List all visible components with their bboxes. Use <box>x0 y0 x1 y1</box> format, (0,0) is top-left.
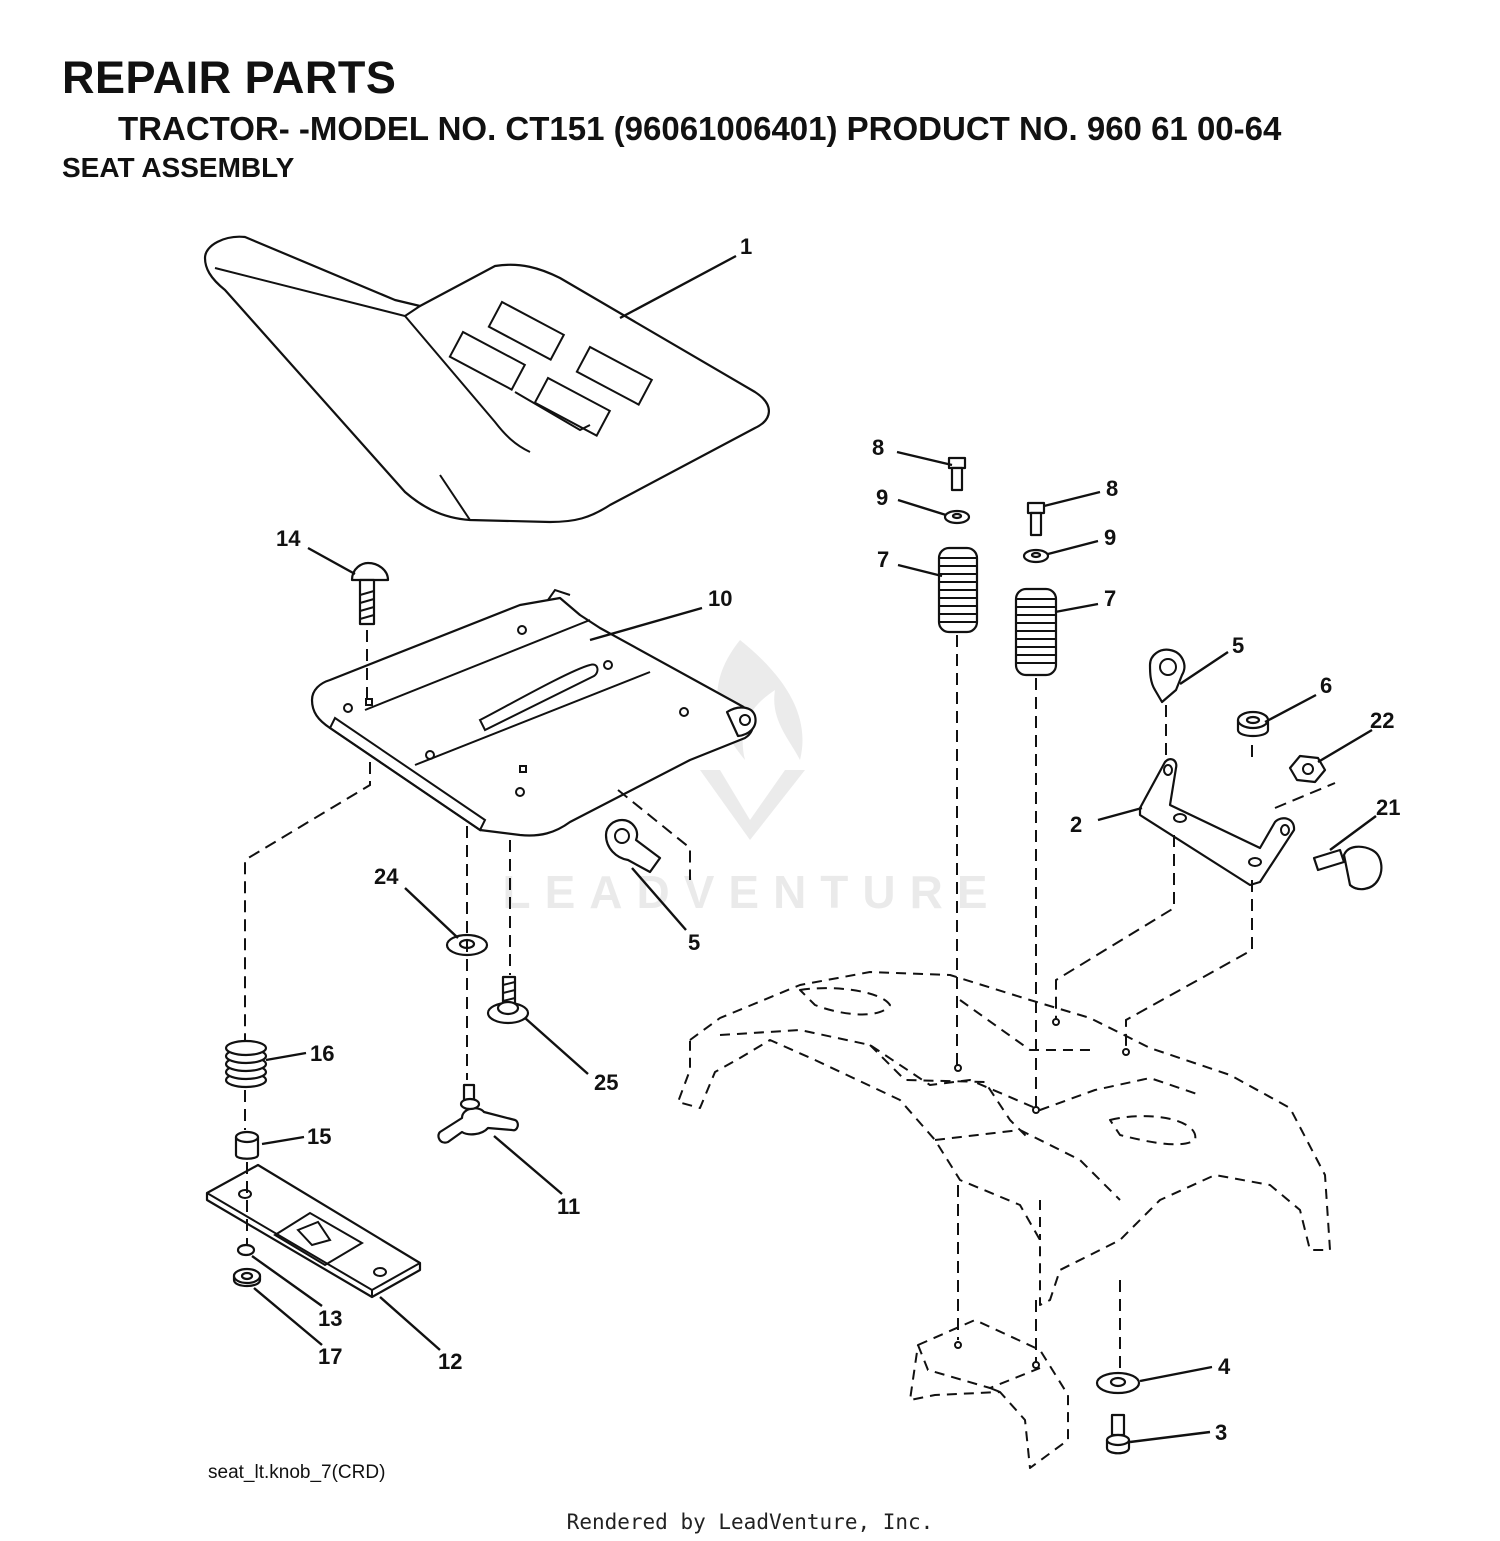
render-credit: Rendered by LeadVenture, Inc. <box>566 1510 934 1534</box>
callout-8-right[interactable]: 8 <box>1106 476 1118 501</box>
hex-nut-small-part[interactable] <box>1288 754 1327 784</box>
bushing-part[interactable] <box>234 1130 260 1160</box>
callout-9-right[interactable]: 9 <box>1104 525 1116 550</box>
callout-5-right[interactable]: 5 <box>1232 633 1244 658</box>
compression-spring-part[interactable] <box>224 1039 268 1089</box>
callout-7-left[interactable]: 7 <box>877 547 889 572</box>
callout-2[interactable]: 2 <box>1070 812 1082 837</box>
hex-bolt-bottom-part[interactable] <box>1105 1413 1131 1455</box>
callout-21[interactable]: 21 <box>1376 795 1400 820</box>
callout-14[interactable]: 14 <box>276 526 301 551</box>
callout-15[interactable]: 15 <box>307 1124 331 1149</box>
spring-washer-right-part[interactable] <box>1022 548 1050 564</box>
seat-part[interactable] <box>203 235 770 524</box>
callout-12[interactable]: 12 <box>438 1349 462 1374</box>
callout-16[interactable]: 16 <box>310 1041 334 1066</box>
callout-7-right[interactable]: 7 <box>1104 586 1116 611</box>
callout-3[interactable]: 3 <box>1215 1420 1227 1445</box>
callout-22[interactable]: 22 <box>1370 708 1394 733</box>
carriage-bolt-part[interactable] <box>350 561 390 626</box>
page-title: REPAIR PARTS <box>62 52 397 103</box>
callout-25[interactable]: 25 <box>594 1070 618 1095</box>
watermark-text: LEADVENTURE <box>502 866 1001 918</box>
callout-5-left[interactable]: 5 <box>688 930 700 955</box>
left-assembly-guides <box>244 630 691 1245</box>
leader-lines <box>251 254 1377 1444</box>
knob-clip-left-part[interactable] <box>604 818 662 874</box>
knob-clip-right-part[interactable] <box>1148 648 1186 704</box>
shoulder-bolt-right-part[interactable] <box>1312 845 1383 891</box>
callout-24[interactable]: 24 <box>374 864 399 889</box>
seat-slide-plate-part[interactable] <box>205 1163 422 1299</box>
callout-11[interactable]: 11 <box>557 1194 580 1219</box>
seat-spring-right-part[interactable] <box>1014 587 1058 677</box>
callout-1[interactable]: 1 <box>740 234 752 259</box>
callout-8-left[interactable]: 8 <box>872 435 884 460</box>
callout-17[interactable]: 17 <box>318 1344 342 1369</box>
callout-numbers: 1 2 3 4 5 5 6 7 7 8 8 9 9 10 11 12 13 14… <box>276 234 1400 1445</box>
callout-4[interactable]: 4 <box>1218 1354 1231 1379</box>
seat-pan-part[interactable] <box>310 588 757 837</box>
lock-nut-part[interactable] <box>1236 710 1270 738</box>
tractor-frame-reference <box>677 971 1331 1469</box>
right-assembly-guides <box>956 635 1336 1370</box>
drawing-reference: seat_lt.knob_7(CRD) <box>208 1462 386 1483</box>
lock-washer-part[interactable] <box>236 1243 256 1257</box>
mounting-bracket-part[interactable] <box>1138 758 1296 887</box>
callout-9-left[interactable]: 9 <box>876 485 888 510</box>
hex-bolt-right-part[interactable] <box>1026 501 1046 537</box>
adjustment-knob-part[interactable] <box>437 1083 519 1144</box>
model-subtitle: TRACTOR- -MODEL NO. CT151 (96061006401) … <box>118 110 1282 147</box>
spring-washer-left-part[interactable] <box>943 509 971 525</box>
callout-13[interactable]: 13 <box>318 1306 342 1331</box>
callout-6[interactable]: 6 <box>1320 673 1332 698</box>
flat-washer-right-part[interactable] <box>1095 1371 1141 1395</box>
callout-10[interactable]: 10 <box>708 586 732 611</box>
hex-nut-part[interactable] <box>232 1267 262 1288</box>
hex-bolt-left-part[interactable] <box>947 456 967 492</box>
shoulder-bolt-part[interactable] <box>486 975 530 1025</box>
seat-spring-left-part[interactable] <box>937 546 979 634</box>
section-title: SEAT ASSEMBLY <box>62 152 295 183</box>
